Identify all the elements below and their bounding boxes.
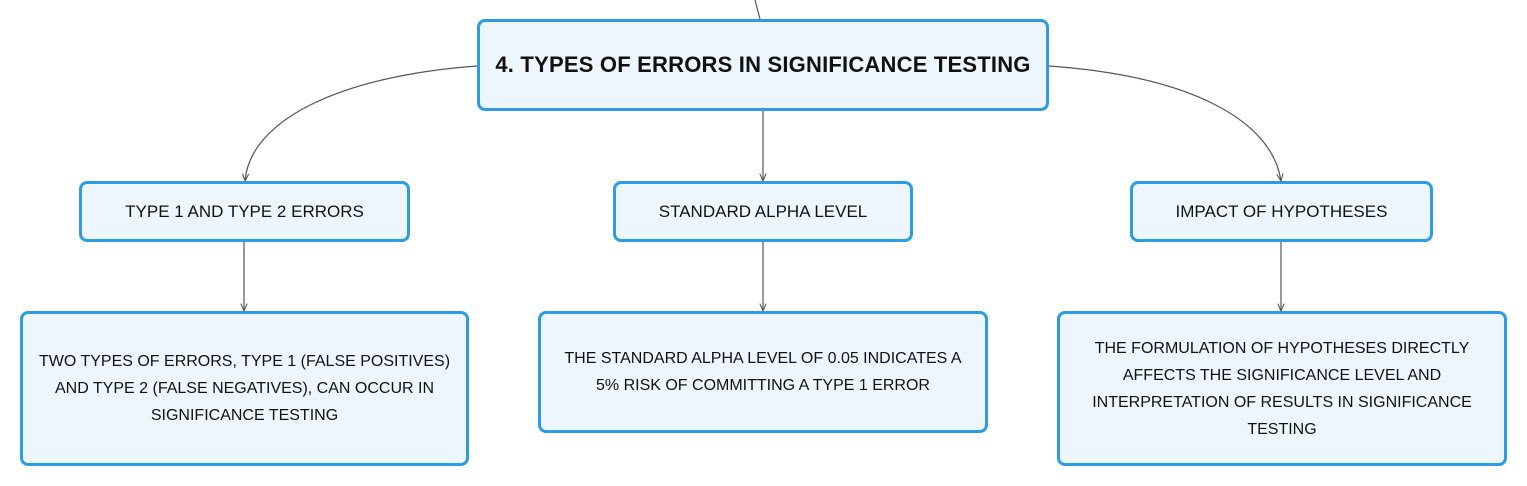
root-topic-label: 4. TYPES OF ERRORS IN SIGNIFICANCE TESTI… xyxy=(495,52,1031,77)
root-topic-node[interactable]: 4. TYPES OF ERRORS IN SIGNIFICANCE TESTI… xyxy=(477,19,1049,111)
branch-node-impact-hypotheses[interactable]: IMPACT OF HYPOTHESES xyxy=(1130,181,1433,242)
branch-label: IMPACT OF HYPOTHESES xyxy=(1175,201,1388,221)
branch-node-type-errors[interactable]: TYPE 1 AND TYPE 2 ERRORS xyxy=(79,181,410,242)
branch-label: TYPE 1 AND TYPE 2 ERRORS xyxy=(125,201,364,221)
detail-text: TWO TYPES OF ERRORS, TYPE 1 (FALSE POSIT… xyxy=(38,353,451,424)
detail-text: THE FORMULATION OF HYPOTHESES DIRECTLY A… xyxy=(1092,339,1472,438)
connector-root-to-branch-1 xyxy=(245,65,478,181)
branch-node-alpha-level[interactable]: STANDARD ALPHA LEVEL xyxy=(613,181,913,242)
detail-node-alpha-level[interactable]: THE STANDARD ALPHA LEVEL OF 0.05 INDICAT… xyxy=(538,311,988,433)
detail-text: THE STANDARD ALPHA LEVEL OF 0.05 INDICAT… xyxy=(564,350,962,394)
detail-node-impact-hypotheses[interactable]: THE FORMULATION OF HYPOTHESES DIRECTLY A… xyxy=(1057,311,1507,466)
connector-parent-to-root xyxy=(754,0,761,20)
detail-node-type-errors[interactable]: TWO TYPES OF ERRORS, TYPE 1 (FALSE POSIT… xyxy=(20,311,469,466)
connector-root-to-branch-3 xyxy=(1048,65,1281,181)
branch-label: STANDARD ALPHA LEVEL xyxy=(658,201,868,221)
